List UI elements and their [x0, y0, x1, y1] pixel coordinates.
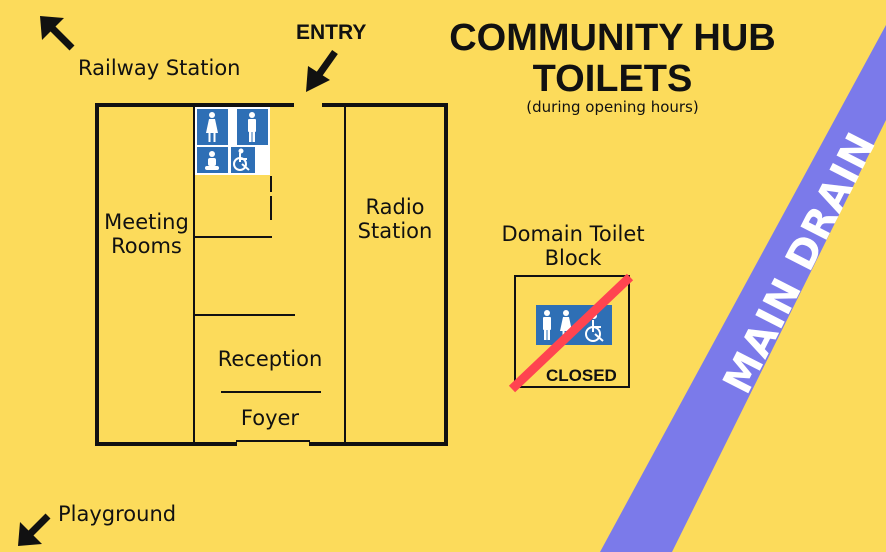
male-toilet-icon [543, 310, 551, 340]
entry-label: ENTRY [296, 21, 367, 44]
arrow-up-left-icon [40, 16, 75, 51]
title-subtitle: (during opening hours) [526, 98, 699, 116]
entry-arrow-icon [306, 49, 338, 92]
baby-change-icon [205, 151, 219, 170]
reception-label: Reception [217, 347, 323, 371]
title-line-1: COMMUNITY HUB [449, 17, 776, 59]
male-toilet-icon [248, 112, 256, 142]
hub-toilet-sign [195, 107, 270, 175]
playground-label: Playground [58, 502, 177, 526]
arrow-down-left-icon [18, 513, 51, 546]
foyer-label: Foyer [240, 406, 300, 430]
title-line-2: TOILETS [532, 58, 693, 100]
closed-status-label: CLOSED [546, 366, 617, 385]
railway-station-label: Railway Station [78, 56, 241, 80]
female-toilet-icon [206, 112, 218, 142]
hub-toilet-icons [197, 109, 268, 173]
map-title: COMMUNITY HUB TOILETS (during opening ho… [420, 18, 805, 116]
accessible-icon [233, 148, 250, 171]
